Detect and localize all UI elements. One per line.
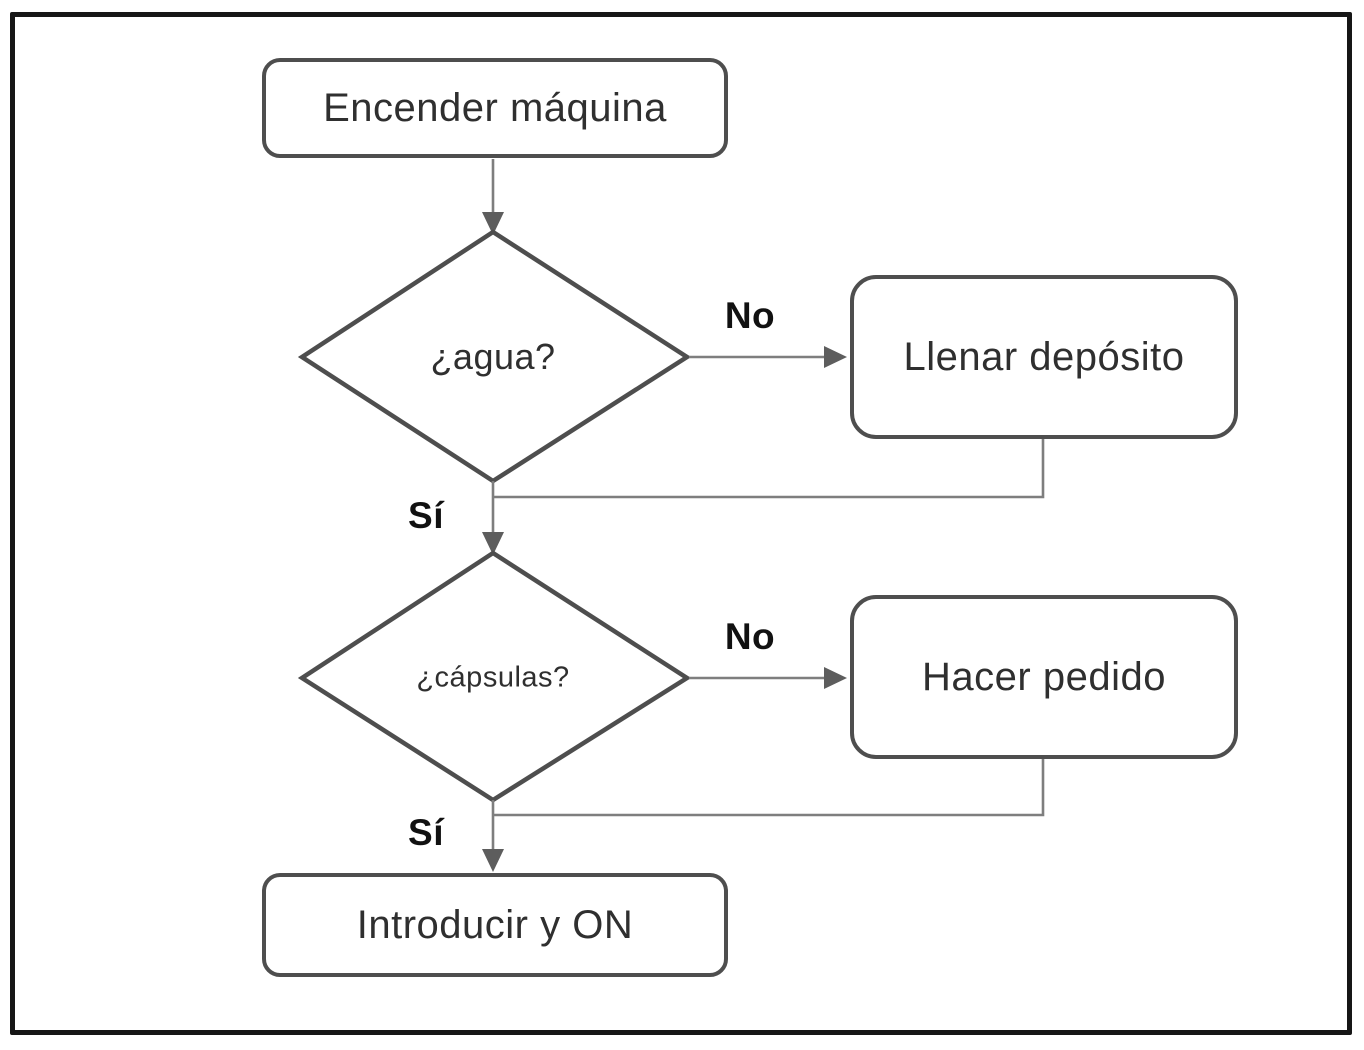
arrowhead-capsulas-to-hacer-icon [824,667,847,689]
node-hacer-pedido-label: Hacer pedido [922,654,1166,699]
connector-hacer-feedback [494,759,1045,817]
node-introducir-y-on: Introducir y ON [262,873,728,977]
node-llenar-deposito: Llenar depósito [850,275,1238,439]
arrowhead-agua-to-llenar-icon [824,346,847,368]
node-hacer-pedido: Hacer pedido [850,595,1238,759]
arrowhead-start-to-agua-icon [482,212,504,235]
branch-label-si-agua: Sí [408,495,444,536]
node-introducir-y-on-label: Introducir y ON [356,902,634,947]
branch-label-si-capsulas: Sí [408,812,444,853]
connector-llenar-feedback [494,439,1045,499]
decision-capsulas-label: ¿cápsulas? [416,661,570,694]
arrowhead-capsulas-to-introducir-icon [482,849,504,872]
node-encender-maquina: Encender máquina [262,58,728,158]
decision-agua-label: ¿agua? [430,336,556,377]
arrowhead-agua-to-capsulas-icon [482,532,504,555]
node-llenar-deposito-label: Llenar depósito [903,334,1185,379]
node-encender-maquina-label: Encender máquina [323,85,667,130]
branch-label-no-capsulas: No [724,616,776,657]
branch-label-no-agua: No [724,295,776,336]
outer-frame [10,12,1352,1035]
